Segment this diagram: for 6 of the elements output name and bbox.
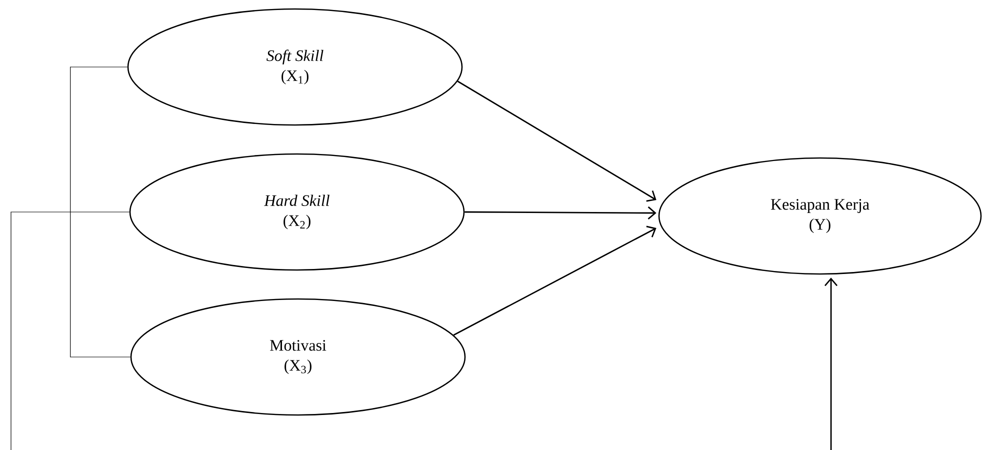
arrow [464,206,656,220]
connector-line [10,212,130,450]
arrow [824,278,838,450]
arrow [453,226,656,336]
arrow [457,80,656,202]
connector-line [70,66,131,358]
